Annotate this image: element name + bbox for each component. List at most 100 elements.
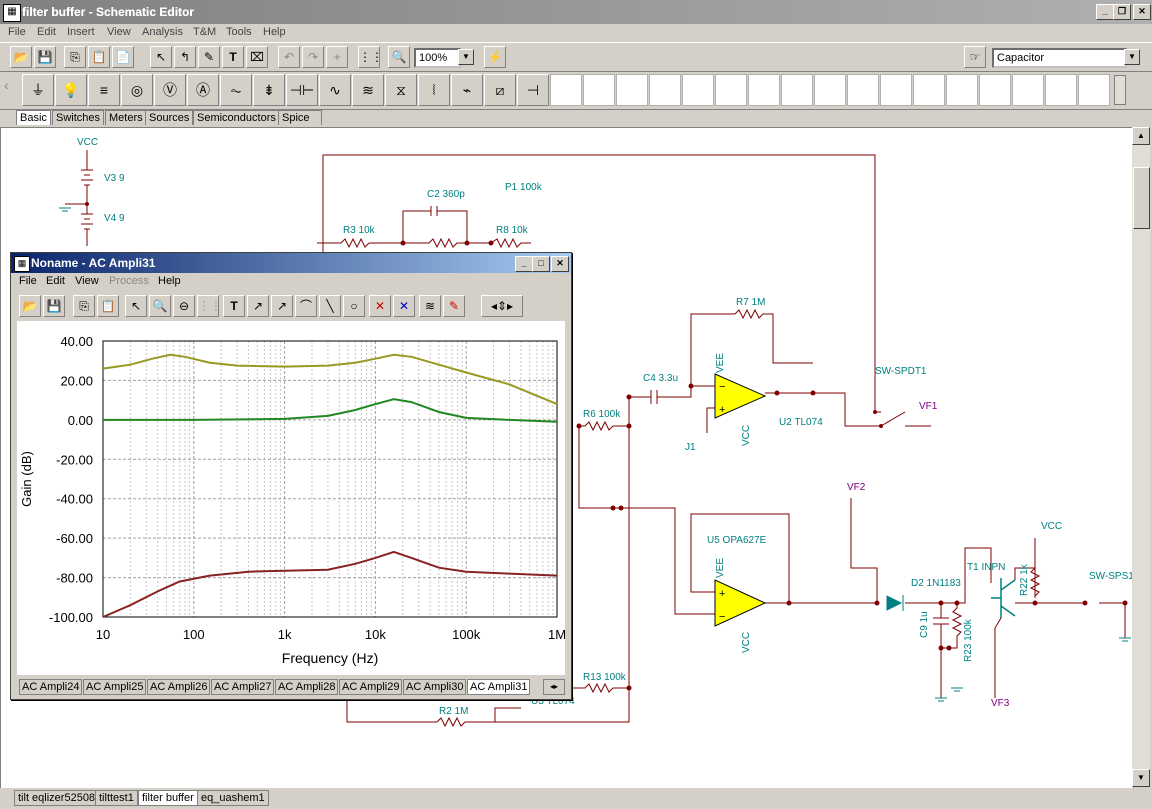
- potentiometer-icon[interactable]: ⇟: [253, 74, 285, 106]
- doc-tab-eq-uashem1[interactable]: eq_uashem1: [197, 790, 269, 806]
- tab-sources[interactable]: Sources: [145, 110, 194, 125]
- probe-icon[interactable]: ⚡: [484, 46, 506, 68]
- tab-basic[interactable]: Basic: [16, 110, 51, 125]
- battery-icon[interactable]: ≡: [88, 74, 120, 106]
- menu-help[interactable]: Help: [263, 26, 286, 38]
- zoom-icon[interactable]: 🔍: [388, 46, 410, 68]
- ac-window-icon[interactable]: ▦: [14, 256, 30, 272]
- plot-tab-25[interactable]: AC Ampli25: [83, 679, 147, 695]
- ac-zoom-out-icon[interactable]: ⊖: [173, 295, 195, 317]
- ac-wave-icon[interactable]: ≋: [419, 295, 441, 317]
- plot-tab-24[interactable]: AC Ampli24: [19, 679, 83, 695]
- tab-semiconductors[interactable]: Semiconductors: [193, 110, 280, 125]
- plot-tab-31[interactable]: AC Ampli31: [467, 679, 531, 695]
- plot-tab-27[interactable]: AC Ampli27: [211, 679, 275, 695]
- doc-tab-tilttest1[interactable]: tilttest1: [95, 790, 138, 806]
- copy-icon[interactable]: ⎘: [64, 46, 86, 68]
- zoom-select[interactable]: 100%: [414, 48, 461, 68]
- plot-tab-26[interactable]: AC Ampli26: [147, 679, 211, 695]
- text-icon[interactable]: T: [222, 46, 244, 68]
- scroll-left-icon[interactable]: ‹: [4, 77, 9, 93]
- ac-cursor-a-icon[interactable]: ↗: [247, 295, 269, 317]
- save-icon[interactable]: 💾: [34, 46, 56, 68]
- plot-tab-28[interactable]: AC Ampli28: [275, 679, 339, 695]
- plot-tab-29[interactable]: AC Ampli29: [339, 679, 403, 695]
- component-dropdown-icon[interactable]: ▼: [1124, 49, 1140, 65]
- ac-menu-help[interactable]: Help: [158, 275, 181, 287]
- ac-line-icon[interactable]: ╲: [319, 295, 341, 317]
- ac-save-icon[interactable]: 💾: [43, 295, 65, 317]
- pencil-icon[interactable]: ✎: [198, 46, 220, 68]
- ac-grid-icon[interactable]: ⋮⋮: [197, 295, 222, 317]
- terminal-icon[interactable]: ⊣: [517, 74, 549, 106]
- lamp-icon[interactable]: ◎: [121, 74, 153, 106]
- wire-arrow-icon[interactable]: ↰: [174, 46, 196, 68]
- plot-tab-scroll-icon[interactable]: ◂▸: [543, 679, 565, 695]
- ac-pen-icon[interactable]: ✎: [443, 295, 465, 317]
- ac-circle-icon[interactable]: ○: [343, 295, 365, 317]
- ac-select-icon[interactable]: ↖: [125, 295, 147, 317]
- ac-text-icon[interactable]: T: [223, 295, 245, 317]
- doc-tab-filter-buffer[interactable]: filter buffer: [138, 790, 198, 806]
- ac-move-icon[interactable]: ◂⇕▸: [481, 295, 523, 317]
- doc-tab-tilt-eqlizer[interactable]: tilt eqlizer52508: [14, 790, 100, 806]
- grid-icon[interactable]: ⋮⋮: [358, 46, 383, 68]
- switch-icon[interactable]: ⌁: [451, 74, 483, 106]
- delete-icon[interactable]: ⌧: [246, 46, 268, 68]
- ac-marker-a-icon[interactable]: ✕: [369, 295, 391, 317]
- coil-icon[interactable]: ≋: [352, 74, 384, 106]
- open-icon[interactable]: 📂: [10, 46, 32, 68]
- menu-insert[interactable]: Insert: [67, 26, 95, 38]
- redo-icon[interactable]: ↷: [302, 46, 324, 68]
- menu-tm[interactable]: T&M: [193, 26, 217, 38]
- voltage-source-icon[interactable]: Ⓥ: [154, 74, 186, 106]
- ac-analysis-window[interactable]: ▦ Noname - AC Ampli31 _ □ ✕ File Edit Vi…: [10, 252, 572, 700]
- minimize-button[interactable]: _: [1096, 4, 1114, 20]
- ac-minimize-button[interactable]: _: [515, 256, 533, 272]
- plot-tab-30[interactable]: AC Ampli30: [403, 679, 467, 695]
- scroll-down-icon[interactable]: ▼: [1132, 769, 1150, 787]
- ac-cursor-b-icon[interactable]: ↗: [271, 295, 293, 317]
- zoom-dropdown-icon[interactable]: ▼: [458, 49, 474, 65]
- ac-curve-icon[interactable]: ⌒: [295, 295, 317, 317]
- current-source-icon[interactable]: Ⓐ: [187, 74, 219, 106]
- ac-open-icon[interactable]: 📂: [19, 295, 41, 317]
- ac-window-titlebar[interactable]: [11, 253, 571, 273]
- resistor-icon[interactable]: ⏦: [220, 74, 252, 106]
- varistor-icon[interactable]: ⧄: [484, 74, 516, 106]
- menu-view[interactable]: View: [107, 26, 131, 38]
- scroll-up-icon[interactable]: ▲: [1132, 127, 1150, 145]
- restore-button[interactable]: ❐: [1113, 4, 1131, 20]
- capacitor-icon[interactable]: ⊣⊢: [286, 74, 318, 106]
- ac-menu-file[interactable]: File: [19, 275, 37, 287]
- ac-paste-icon[interactable]: 📋: [97, 295, 119, 317]
- ac-menu-view[interactable]: View: [75, 275, 99, 287]
- menu-tools[interactable]: Tools: [226, 26, 252, 38]
- vertical-scrollbar[interactable]: ▲ ▼: [1132, 127, 1150, 787]
- transformer-icon[interactable]: ⧖: [385, 74, 417, 106]
- place-component-icon[interactable]: ☞: [964, 46, 986, 68]
- select-arrow-icon[interactable]: ↖: [150, 46, 172, 68]
- crosshair-icon[interactable]: +: [326, 46, 348, 68]
- ac-marker-b-icon[interactable]: ✕: [393, 295, 415, 317]
- ac-zoom-in-icon[interactable]: 🔍: [149, 295, 171, 317]
- ac-maximize-button[interactable]: □: [532, 256, 550, 272]
- component-bar-scroll[interactable]: [1114, 75, 1126, 105]
- ac-close-button[interactable]: ✕: [551, 256, 569, 272]
- scroll-thumb[interactable]: [1133, 167, 1150, 229]
- inductor-icon[interactable]: ∿: [319, 74, 351, 106]
- app-icon[interactable]: ▦: [3, 4, 21, 22]
- paste-icon[interactable]: 📋: [88, 46, 110, 68]
- menu-analysis[interactable]: Analysis: [142, 26, 183, 38]
- component-select[interactable]: Capacitor: [992, 48, 1127, 68]
- tab-meters[interactable]: Meters: [105, 110, 147, 125]
- tab-switches[interactable]: Switches: [52, 110, 105, 125]
- ac-copy-icon[interactable]: ⎘: [73, 295, 95, 317]
- undo-icon[interactable]: ↶: [278, 46, 300, 68]
- paste-special-icon[interactable]: 📄: [112, 46, 134, 68]
- ground-icon[interactable]: ⏚: [22, 74, 54, 106]
- close-button[interactable]: ✕: [1133, 4, 1151, 20]
- tab-spice-macros[interactable]: Spice Macros: [278, 110, 323, 138]
- menu-edit[interactable]: Edit: [37, 26, 56, 38]
